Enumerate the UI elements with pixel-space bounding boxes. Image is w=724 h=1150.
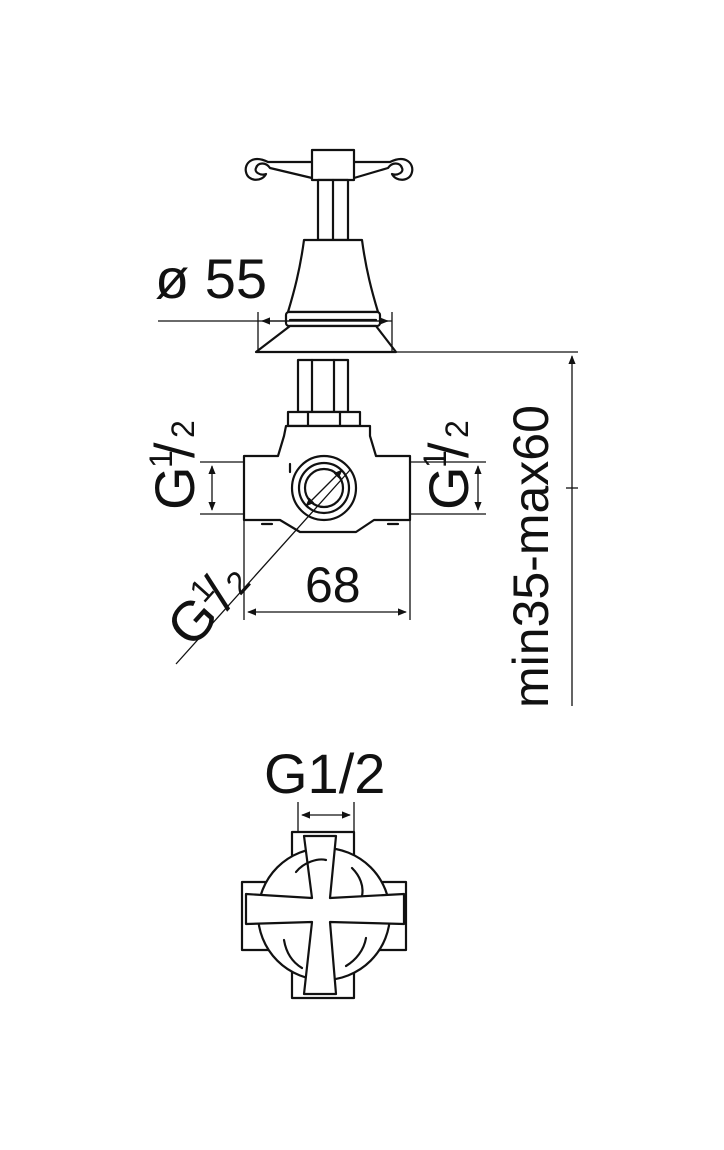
right-thread-dimension: G 1 / 2 xyxy=(410,420,486,515)
top-thread-label: G1/2 xyxy=(264,742,385,805)
right-thread-sep: / xyxy=(417,442,480,458)
top-cross-handle xyxy=(244,834,406,996)
cross-handle xyxy=(244,148,414,182)
bell-shroud xyxy=(284,238,382,328)
depth-label: min35-max60 xyxy=(503,405,559,708)
top-thread-dimension xyxy=(297,802,355,832)
width-label: 68 xyxy=(305,557,361,613)
extension-spindle xyxy=(286,358,362,428)
left-thread-main: G xyxy=(143,466,206,510)
valve-body xyxy=(242,424,412,534)
diameter-dimension: ø 55 xyxy=(155,247,393,352)
left-thread-dimension: G 1 / 2 xyxy=(143,420,244,515)
right-thread-num: 1 xyxy=(417,450,453,468)
left-thread-num: 1 xyxy=(143,450,179,468)
depth-dimension: min35-max60 xyxy=(396,351,578,708)
side-view: ø 55 68 G 1 / 2 G xyxy=(143,148,578,708)
left-thread-den: 2 xyxy=(165,420,201,438)
left-thread-sep: / xyxy=(143,442,206,458)
diameter-label: ø 55 xyxy=(155,247,267,310)
right-thread-den: 2 xyxy=(439,420,475,438)
width-dimension: 68 xyxy=(243,520,411,620)
rosette xyxy=(254,324,398,354)
spindle-stem xyxy=(316,178,350,242)
top-view: G1/2 xyxy=(240,742,408,1000)
right-thread-main: G xyxy=(417,466,480,510)
